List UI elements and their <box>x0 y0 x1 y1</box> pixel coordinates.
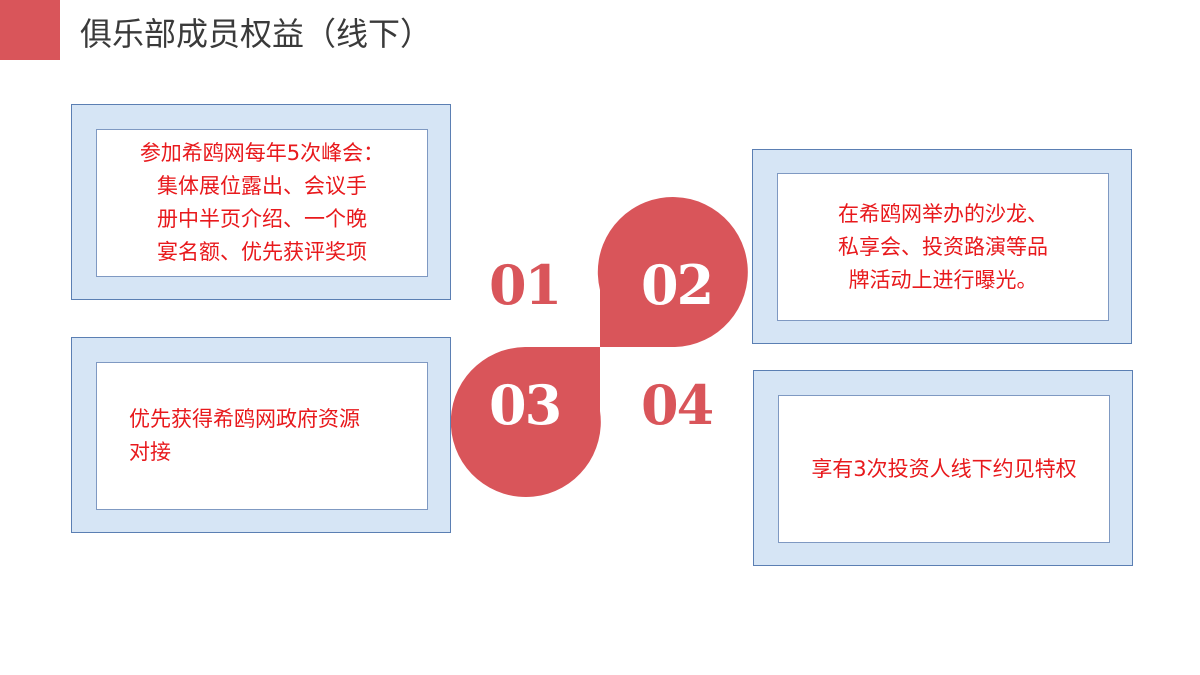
benefit-02-line: 在希鸥网举办的沙龙、 <box>838 201 1048 226</box>
petal-02 <box>597 197 748 347</box>
benefit-card-04-text-box: 享有3次投资人线下约见特权 <box>778 395 1110 543</box>
benefit-card-02: 在希鸥网举办的沙龙、 私享会、投资路演等品 牌活动上进行曝光。 <box>752 149 1132 344</box>
benefit-02-line: 牌活动上进行曝光。 <box>848 267 1038 292</box>
benefit-text-04: 享有3次投资人线下约见特权 <box>779 453 1109 486</box>
benefit-card-03-text-box: 优先获得希鸥网政府资源 对接 <box>96 362 428 510</box>
benefit-01-line: 册中半页介绍、一个晚 <box>157 207 367 231</box>
benefit-01-line: 参加希鸥网每年5次峰会： <box>139 141 385 165</box>
benefit-02-line: 私享会、投资路演等品 <box>838 234 1048 259</box>
benefit-04-line: 享有3次投资人线下约见特权 <box>811 456 1077 481</box>
benefit-text-03: 优先获得希鸥网政府资源 对接 <box>97 403 427 469</box>
benefit-01-line: 集体展位露出、会议手 <box>157 174 367 198</box>
benefit-card-01: 参加希鸥网每年5次峰会： 集体展位露出、会议手 册中半页介绍、一个晚 宴名额、优… <box>71 104 451 300</box>
benefit-text-01: 参加希鸥网每年5次峰会： 集体展位露出、会议手 册中半页介绍、一个晚 宴名额、优… <box>97 137 427 269</box>
benefit-number-02: 02 <box>641 253 714 317</box>
benefit-number-03: 03 <box>489 373 562 437</box>
benefit-card-01-text-box: 参加希鸥网每年5次峰会： 集体展位露出、会议手 册中半页介绍、一个晚 宴名额、优… <box>96 129 428 277</box>
benefit-03-line: 对接 <box>129 440 171 464</box>
benefit-number-04: 04 <box>641 373 714 437</box>
benefit-text-02: 在希鸥网举办的沙龙、 私享会、投资路演等品 牌活动上进行曝光。 <box>778 198 1108 297</box>
benefit-01-line: 宴名额、优先获评奖项 <box>157 240 367 264</box>
page-title: 俱乐部成员权益（线下） <box>80 15 433 53</box>
benefit-number-01: 01 <box>489 253 562 317</box>
benefit-card-03: 优先获得希鸥网政府资源 对接 <box>71 337 451 533</box>
benefit-card-02-text-box: 在希鸥网举办的沙龙、 私享会、投资路演等品 牌活动上进行曝光。 <box>777 173 1109 321</box>
title-accent-bar <box>0 0 60 60</box>
benefit-03-line: 优先获得希鸥网政府资源 <box>129 407 360 431</box>
benefit-card-04: 享有3次投资人线下约见特权 <box>753 370 1133 566</box>
petal-03 <box>450 347 601 497</box>
